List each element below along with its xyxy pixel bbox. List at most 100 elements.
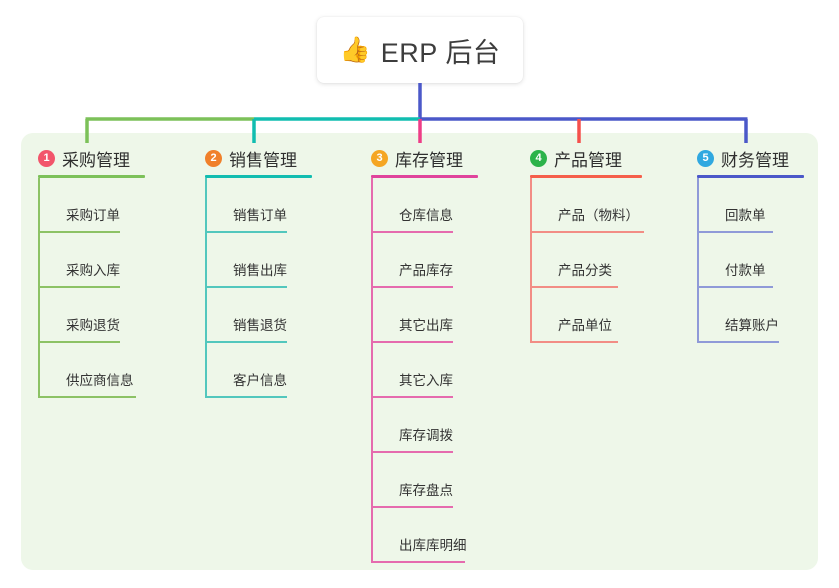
- column-title: 采购管理: [62, 150, 130, 170]
- list-item-label: 供应商信息: [66, 373, 134, 388]
- column-underline: [205, 175, 312, 178]
- column-spine: [697, 178, 699, 343]
- list-item-underline: [530, 286, 618, 288]
- list-item-label: 采购订单: [66, 208, 120, 223]
- list-item-label: 付款单: [725, 263, 766, 278]
- list-item-label: 回款单: [725, 208, 766, 223]
- list-item-underline: [205, 231, 287, 233]
- column-index-badge: 5: [697, 149, 714, 167]
- list-item[interactable]: 采购订单: [38, 178, 145, 233]
- column-header-3[interactable]: 3 库存管理: [371, 146, 478, 170]
- list-item-underline: [38, 231, 120, 233]
- root-node-card[interactable]: 👍 ERP 后台: [317, 17, 523, 83]
- column-item-list: 回款单付款单结算账户: [697, 178, 804, 343]
- list-item-underline: [371, 231, 453, 233]
- list-item[interactable]: 销售退货: [205, 288, 312, 343]
- list-item-label: 库存调拨: [399, 428, 453, 443]
- list-item[interactable]: 出库库明细: [371, 508, 478, 563]
- column-title: 销售管理: [229, 150, 297, 170]
- list-item-underline: [205, 286, 287, 288]
- list-item-label: 其它入库: [399, 373, 453, 388]
- list-item-label: 销售出库: [233, 263, 287, 278]
- list-item-underline: [530, 231, 644, 233]
- list-item-underline: [371, 341, 453, 343]
- column-3: 3 库存管理仓库信息产品库存其它出库其它入库库存调拨库存盘点出库库明细: [371, 146, 478, 563]
- column-title: 产品管理: [554, 150, 622, 170]
- list-item-label: 结算账户: [725, 318, 779, 333]
- column-5: 5 财务管理回款单付款单结算账户: [697, 146, 804, 343]
- chart-panel: [21, 133, 818, 570]
- thumbs-up-emoji: 👍: [339, 35, 371, 64]
- list-item[interactable]: 结算账户: [697, 288, 804, 343]
- list-item-label: 出库库明细: [399, 538, 467, 553]
- list-item-underline: [205, 396, 287, 398]
- list-item[interactable]: 其它入库: [371, 343, 478, 398]
- column-item-list: 采购订单采购入库采购退货供应商信息: [38, 178, 145, 398]
- column-underline: [38, 175, 145, 178]
- list-item[interactable]: 销售出库: [205, 233, 312, 288]
- root-node-title: ERP 后台: [380, 37, 501, 68]
- list-item[interactable]: 产品（物料）: [530, 178, 644, 233]
- column-underline: [371, 175, 478, 178]
- column-index-badge: 4: [530, 149, 547, 167]
- list-item[interactable]: 其它出库: [371, 288, 478, 343]
- column-index-badge: 2: [205, 149, 222, 167]
- list-item-label: 销售订单: [233, 208, 287, 223]
- list-item-label: 其它出库: [399, 318, 453, 333]
- column-underline: [697, 175, 804, 178]
- list-item-label: 产品库存: [399, 263, 453, 278]
- list-item[interactable]: 采购入库: [38, 233, 145, 288]
- column-header-4[interactable]: 4 产品管理: [530, 146, 642, 170]
- list-item[interactable]: 产品分类: [530, 233, 642, 288]
- list-item[interactable]: 供应商信息: [38, 343, 145, 398]
- list-item-label: 采购退货: [66, 318, 120, 333]
- list-item-underline: [371, 506, 453, 508]
- column-header-5[interactable]: 5 财务管理: [697, 146, 804, 170]
- column-underline: [530, 175, 642, 178]
- list-item-underline: [697, 286, 773, 288]
- list-item[interactable]: 销售订单: [205, 178, 312, 233]
- list-item-underline: [205, 341, 287, 343]
- list-item[interactable]: 产品单位: [530, 288, 642, 343]
- list-item-underline: [371, 286, 453, 288]
- list-item[interactable]: 付款单: [697, 233, 804, 288]
- list-item-underline: [697, 231, 773, 233]
- list-item-underline: [38, 341, 120, 343]
- list-item-label: 产品（物料）: [558, 208, 639, 223]
- column-title: 库存管理: [395, 150, 463, 170]
- list-item-label: 仓库信息: [399, 208, 453, 223]
- list-item-underline: [38, 396, 136, 398]
- list-item-label: 库存盘点: [399, 483, 453, 498]
- column-item-list: 销售订单销售出库销售退货客户信息: [205, 178, 312, 398]
- list-item[interactable]: 仓库信息: [371, 178, 478, 233]
- list-item-underline: [530, 341, 618, 343]
- list-item-underline: [371, 396, 453, 398]
- list-item-label: 采购入库: [66, 263, 120, 278]
- column-header-2[interactable]: 2 销售管理: [205, 146, 312, 170]
- list-item[interactable]: 客户信息: [205, 343, 312, 398]
- list-item-label: 客户信息: [233, 373, 287, 388]
- list-item-label: 产品分类: [558, 263, 612, 278]
- column-spine: [38, 178, 40, 398]
- column-spine: [530, 178, 532, 343]
- column-spine: [371, 178, 373, 563]
- column-index-badge: 3: [371, 149, 388, 167]
- list-item-label: 销售退货: [233, 318, 287, 333]
- column-4: 4 产品管理产品（物料） 产品分类产品单位: [530, 146, 644, 343]
- column-item-list: 产品（物料） 产品分类产品单位: [530, 178, 644, 343]
- column-spine: [205, 178, 207, 398]
- list-item-label: 产品单位: [558, 318, 612, 333]
- column-header-1[interactable]: 1 采购管理: [38, 146, 145, 170]
- list-item[interactable]: 库存调拨: [371, 398, 478, 453]
- list-item[interactable]: 库存盘点: [371, 453, 478, 508]
- column-1: 1 采购管理采购订单采购入库采购退货供应商信息: [38, 146, 145, 398]
- list-item[interactable]: 回款单: [697, 178, 804, 233]
- list-item[interactable]: 产品库存: [371, 233, 478, 288]
- column-title: 财务管理: [721, 150, 789, 170]
- list-item[interactable]: 采购退货: [38, 288, 145, 343]
- column-item-list: 仓库信息产品库存其它出库其它入库库存调拨库存盘点出库库明细: [371, 178, 478, 563]
- column-2: 2 销售管理销售订单销售出库销售退货客户信息: [205, 146, 312, 398]
- list-item-underline: [697, 341, 779, 343]
- column-index-badge: 1: [38, 149, 55, 167]
